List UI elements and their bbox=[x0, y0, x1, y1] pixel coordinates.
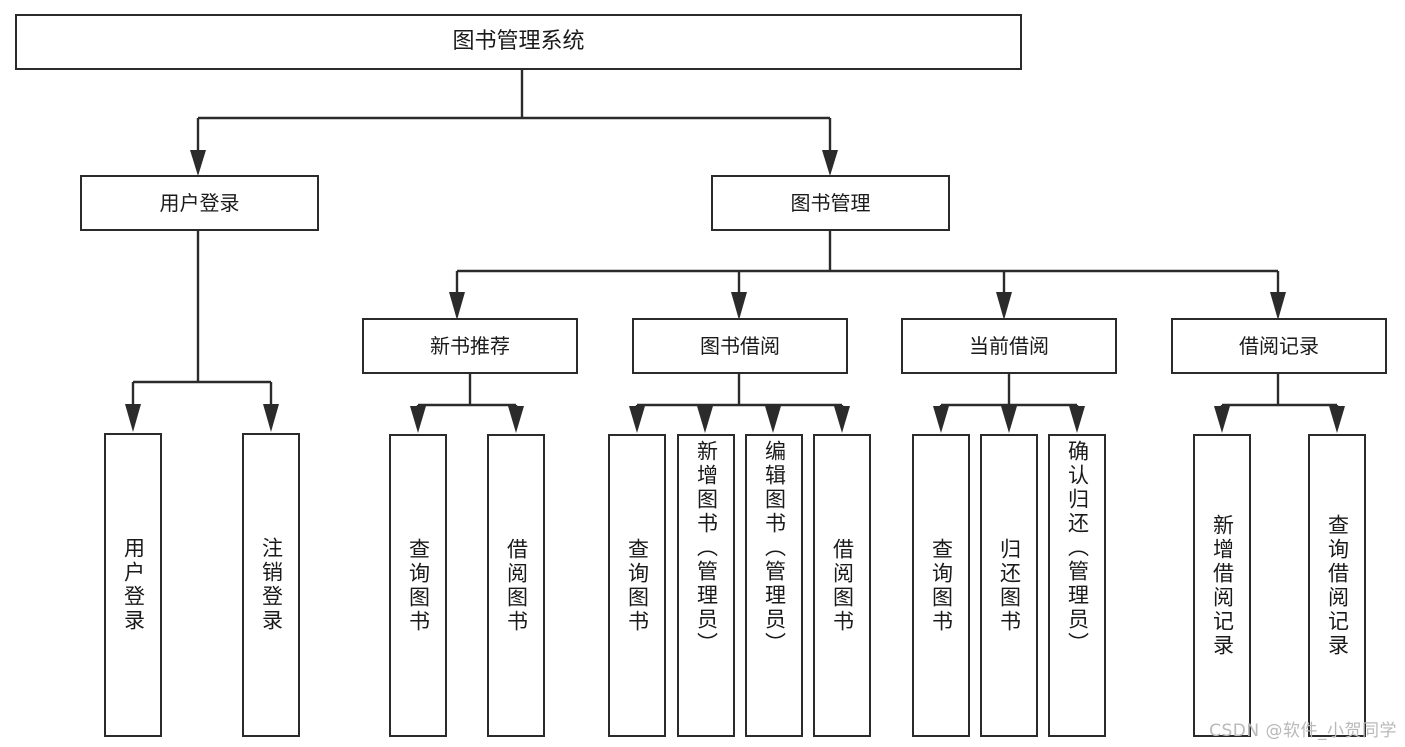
arrowhead-bb-leaf-2 bbox=[697, 406, 713, 433]
node-user-login[interactable]: 用户登录 bbox=[80, 175, 319, 231]
arrowhead-cb-leaf-3 bbox=[1069, 406, 1085, 433]
node-book-borrow[interactable]: 图书借阅 bbox=[632, 318, 848, 374]
node-label: 归还图书 bbox=[997, 537, 1022, 634]
node-label: 图书管理 bbox=[790, 190, 871, 215]
arrowhead-br-leaf-2 bbox=[1329, 406, 1345, 433]
arrowhead-book-management bbox=[822, 150, 838, 176]
arrowhead-nb-leaf-1 bbox=[410, 406, 426, 433]
arrowhead-current-borrow bbox=[996, 292, 1012, 320]
arrowhead-br-leaf-1 bbox=[1214, 406, 1230, 433]
node-label: 确认归还（管理员） bbox=[1065, 440, 1090, 656]
node-label: 新书推荐 bbox=[430, 333, 510, 358]
node-label: 查询图书 bbox=[625, 537, 650, 634]
node-label: 查询图书 bbox=[929, 537, 954, 634]
arrowhead-book-borrow bbox=[731, 292, 747, 320]
leaf-new-book-query[interactable]: 查询图书 bbox=[389, 434, 447, 737]
arrowhead-borrow-record bbox=[1270, 292, 1286, 320]
node-label: 查询借阅记录 bbox=[1325, 513, 1350, 658]
node-label: 借阅记录 bbox=[1239, 333, 1319, 358]
node-root-library-system[interactable]: 图书管理系统 bbox=[15, 14, 1022, 70]
leaf-borrow-add-book-admin[interactable]: 新增图书（管理员） bbox=[677, 434, 735, 737]
arrowhead-nb-leaf-2 bbox=[508, 406, 524, 433]
leaf-borrow-borrow-book[interactable]: 借阅图书 bbox=[813, 434, 871, 737]
leaf-current-return-book[interactable]: 归还图书 bbox=[980, 434, 1038, 737]
node-label: 查询图书 bbox=[406, 537, 431, 634]
arrowhead-login-leaf-1 bbox=[125, 404, 141, 432]
leaf-record-add-record[interactable]: 新增借阅记录 bbox=[1193, 434, 1251, 737]
arrowhead-bb-leaf-3 bbox=[765, 406, 781, 433]
arrowhead-bb-leaf-4 bbox=[834, 406, 850, 433]
leaf-current-query-book[interactable]: 查询图书 bbox=[912, 434, 970, 737]
node-borrow-record[interactable]: 借阅记录 bbox=[1171, 318, 1387, 374]
arrowhead-new-book bbox=[449, 292, 465, 320]
node-book-management[interactable]: 图书管理 bbox=[711, 175, 950, 231]
node-new-book-recommend[interactable]: 新书推荐 bbox=[362, 318, 578, 374]
arrowhead-cb-leaf-2 bbox=[1001, 406, 1017, 433]
node-label: 图书管理系统 bbox=[452, 29, 585, 55]
arrowhead-cb-leaf-1 bbox=[933, 406, 949, 433]
leaf-record-query-record[interactable]: 查询借阅记录 bbox=[1308, 434, 1366, 737]
node-label: 图书借阅 bbox=[700, 333, 780, 358]
node-label: 编辑图书（管理员） bbox=[762, 440, 787, 656]
leaf-borrow-edit-book-admin[interactable]: 编辑图书（管理员） bbox=[745, 434, 803, 737]
node-label: 注销登录 bbox=[259, 537, 284, 633]
node-current-borrow[interactable]: 当前借阅 bbox=[901, 318, 1117, 374]
leaf-current-confirm-return-admin[interactable]: 确认归还（管理员） bbox=[1048, 434, 1106, 737]
leaf-user-login-login[interactable]: 用户登录 bbox=[104, 433, 162, 737]
node-label: 用户登录 bbox=[121, 537, 146, 633]
node-label: 用户登录 bbox=[159, 190, 240, 215]
arrowhead-login-leaf-2 bbox=[263, 404, 279, 432]
leaf-new-book-borrow[interactable]: 借阅图书 bbox=[487, 434, 545, 737]
node-label: 借阅图书 bbox=[830, 537, 855, 634]
node-label: 当前借阅 bbox=[969, 333, 1049, 358]
node-label: 新增图书（管理员） bbox=[694, 440, 719, 656]
arrowhead-bb-leaf-1 bbox=[629, 406, 645, 433]
csdn-watermark: CSDN @软件_小贺同学 bbox=[1209, 721, 1397, 741]
leaf-user-login-logout[interactable]: 注销登录 bbox=[242, 433, 300, 737]
node-label: 新增借阅记录 bbox=[1210, 513, 1235, 658]
node-label: 借阅图书 bbox=[504, 537, 529, 634]
arrowhead-user-login bbox=[190, 150, 206, 176]
leaf-borrow-query-book[interactable]: 查询图书 bbox=[608, 434, 666, 737]
